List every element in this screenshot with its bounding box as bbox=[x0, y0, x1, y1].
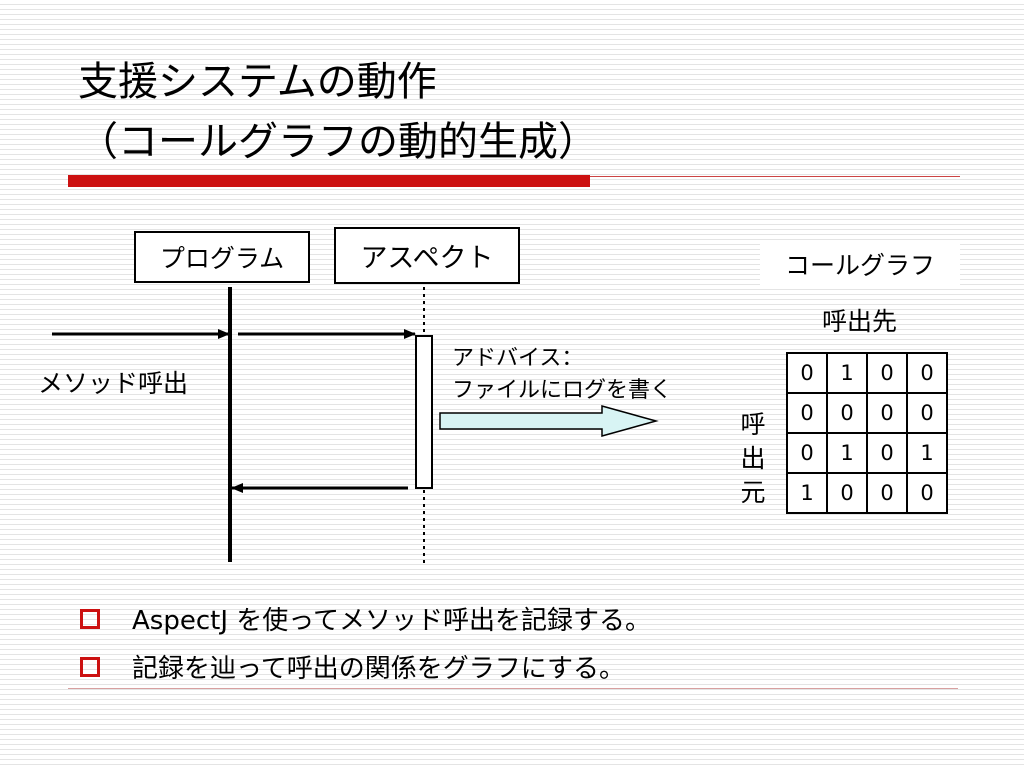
matrix-row: 0 0 0 0 bbox=[786, 392, 948, 434]
matrix-cell: 0 bbox=[866, 392, 908, 434]
method-call-label: メソッド呼出 bbox=[38, 369, 189, 398]
caller-label: 呼出元 bbox=[740, 410, 766, 507]
matrix-cell: 0 bbox=[906, 352, 948, 394]
matrix-cell: 0 bbox=[906, 472, 948, 514]
bullet-text: 記録を辿って呼出の関係をグラフにする。 bbox=[132, 654, 625, 684]
advice-label-line-2: ファイルにログを書く bbox=[452, 378, 673, 403]
advice-label-line-1: アドバイス： bbox=[452, 346, 584, 371]
aspect-activation-bar bbox=[415, 335, 433, 489]
title-rule-red bbox=[68, 175, 590, 187]
matrix-row: 0 1 0 0 bbox=[786, 352, 948, 394]
matrix-cell: 0 bbox=[786, 352, 828, 394]
bullet-item: AspectJ を使ってメソッド呼出を記録する。 bbox=[80, 600, 651, 637]
callgraph-label: コールグラフ bbox=[760, 240, 960, 288]
aspect-box: アスペクト bbox=[334, 227, 520, 284]
matrix-cell: 0 bbox=[906, 392, 948, 434]
matrix-cell: 0 bbox=[786, 392, 828, 434]
matrix-row: 1 0 0 0 bbox=[786, 472, 948, 514]
matrix-cell: 0 bbox=[826, 392, 868, 434]
log-output-arrow bbox=[439, 405, 659, 437]
square-bullet-icon bbox=[80, 608, 100, 629]
matrix-cell: 0 bbox=[866, 432, 908, 474]
matrix-cell: 0 bbox=[866, 352, 908, 394]
matrix-cell: 0 bbox=[786, 432, 828, 474]
title-rule-thin bbox=[590, 176, 960, 177]
matrix-cell: 0 bbox=[866, 472, 908, 514]
matrix-cell: 1 bbox=[826, 432, 868, 474]
callee-label: 呼出先 bbox=[822, 307, 898, 336]
bullet-text: AspectJ を使ってメソッド呼出を記録する。 bbox=[132, 606, 651, 636]
matrix-cell: 1 bbox=[786, 472, 828, 514]
program-box: プログラム bbox=[134, 231, 310, 283]
matrix-cell: 1 bbox=[826, 352, 868, 394]
slide-title-line-1: 支援システムの動作 bbox=[78, 59, 437, 105]
square-bullet-icon bbox=[80, 656, 100, 677]
matrix-row: 0 1 0 1 bbox=[786, 432, 948, 474]
matrix-cell: 0 bbox=[826, 472, 868, 514]
footer-rule bbox=[68, 688, 958, 689]
slide-title-line-2: （コールグラフの動的生成） bbox=[78, 119, 598, 165]
bullet-item: 記録を辿って呼出の関係をグラフにする。 bbox=[80, 648, 625, 685]
call-matrix: 0 1 0 0 0 0 0 0 0 1 0 1 1 0 0 0 bbox=[786, 352, 948, 514]
matrix-cell: 1 bbox=[906, 432, 948, 474]
